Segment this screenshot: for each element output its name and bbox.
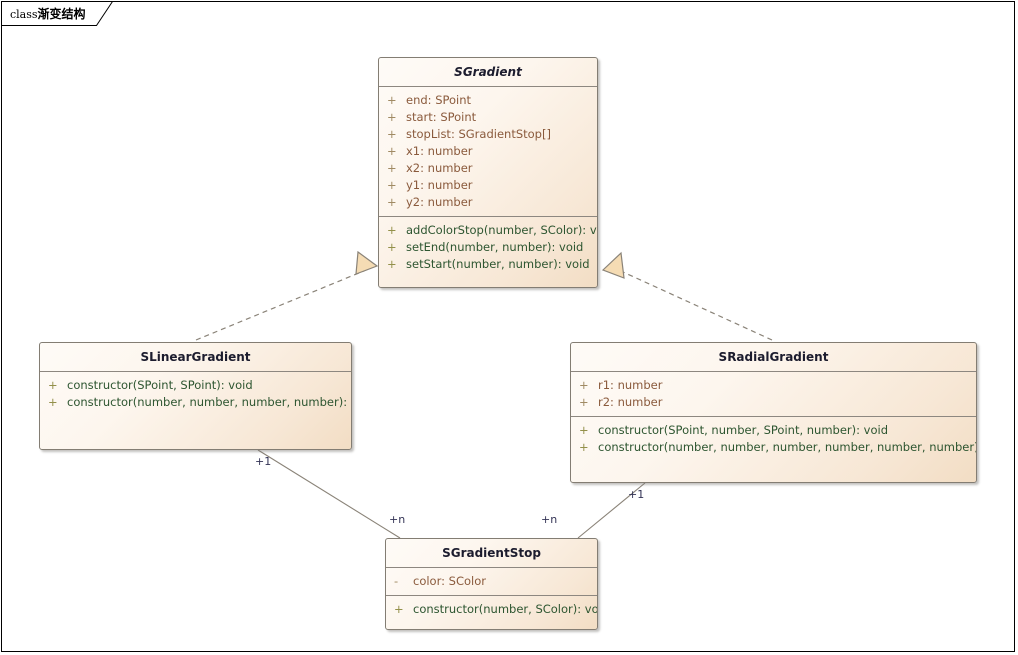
edge-label-linear-source: +1	[255, 455, 272, 468]
attribute-signature: y1: number	[406, 178, 473, 192]
visibility-marker: +	[387, 223, 397, 237]
visibility-marker: +	[579, 378, 589, 392]
title-tab-shape	[1, 1, 113, 26]
visibility-marker: +	[387, 240, 397, 254]
operation-row: + constructor(number, SColor): void	[386, 601, 597, 618]
attribute-row: + r2: number	[571, 394, 976, 411]
attributes-compartment-sradialgradient: + r1: number + r2: number	[571, 372, 976, 417]
operation-signature: addColorStop(number, SColor): void	[406, 223, 598, 237]
operations-compartment-sgradient: + addColorStop(number, SColor): void + s…	[379, 217, 597, 278]
visibility-marker: +	[48, 395, 58, 409]
operations-compartment-sradialgradient: + constructor(SPoint, number, SPoint, nu…	[571, 417, 976, 461]
attribute-row: + x1: number	[379, 143, 597, 160]
attribute-signature: x1: number	[406, 144, 473, 158]
attribute-row: + y2: number	[379, 194, 597, 211]
class-box-sradialgradient[interactable]: SRadialGradient + r1: number + r2: numbe…	[570, 342, 977, 483]
operation-signature: constructor(SPoint, number, SPoint, numb…	[598, 423, 889, 437]
attribute-row: + start: SPoint	[379, 109, 597, 126]
attribute-signature: stopList: SGradientStop[]	[406, 127, 551, 141]
attribute-row: + y1: number	[379, 177, 597, 194]
operation-row: + constructor(number, number, number, nu…	[571, 439, 976, 456]
visibility-marker: +	[387, 144, 397, 158]
attribute-signature: x2: number	[406, 161, 473, 175]
attribute-row: + r1: number	[571, 377, 976, 394]
attribute-signature: y2: number	[406, 195, 473, 209]
attributes-compartment-sgradient: + end: SPoint + start: SPoint + stopList…	[379, 87, 597, 217]
attribute-row: + end: SPoint	[379, 92, 597, 109]
attribute-signature: r1: number	[598, 378, 663, 392]
visibility-marker: +	[394, 602, 404, 616]
edge-radial-stop	[577, 482, 646, 539]
diagram-title: class渐变结构	[10, 5, 86, 22]
edge-label-radial-target: +n	[541, 513, 558, 526]
attributes-compartment-sgradientstop: - color: SColor	[386, 568, 597, 596]
operation-row: + constructor(SPoint, SPoint): void	[40, 377, 351, 394]
visibility-marker: +	[387, 110, 397, 124]
operation-signature: setEnd(number, number): void	[406, 240, 584, 254]
class-box-sgradientstop[interactable]: SGradientStop - color: SColor + construc…	[385, 538, 598, 630]
diagram-title-keyword: class	[10, 8, 38, 21]
edge-label-radial-source: +1	[628, 488, 645, 501]
visibility-marker: +	[387, 127, 397, 141]
realization-arrowhead-right	[601, 251, 625, 279]
edge-radial-realizes-gradient	[601, 251, 773, 341]
visibility-marker: +	[387, 178, 397, 192]
attribute-signature: color: SColor	[413, 574, 486, 588]
operations-compartment-slineargradient: + constructor(SPoint, SPoint): void + co…	[40, 372, 351, 416]
operation-row: + constructor(number, number, number, nu…	[40, 394, 351, 411]
attribute-row: - color: SColor	[386, 573, 597, 590]
class-title-sgradientstop: SGradientStop	[386, 539, 597, 568]
visibility-marker: +	[579, 395, 589, 409]
operation-signature: constructor(SPoint, SPoint): void	[67, 378, 253, 392]
operation-signature: setStart(number, number): void	[406, 257, 590, 271]
visibility-marker: +	[48, 378, 58, 392]
visibility-marker: +	[387, 93, 397, 107]
operations-compartment-sgradientstop: + constructor(number, SColor): void	[386, 596, 597, 623]
attribute-row: + x2: number	[379, 160, 597, 177]
operation-row: + constructor(SPoint, number, SPoint, nu…	[571, 422, 976, 439]
operation-signature: constructor(number, number, number, numb…	[67, 395, 352, 409]
class-title-sradialgradient: SRadialGradient	[571, 343, 976, 372]
edge-linear-realizes-gradient	[195, 250, 379, 341]
operation-signature: constructor(number, number, number, numb…	[598, 440, 977, 454]
visibility-marker: +	[387, 195, 397, 209]
diagram-title-name: 渐变结构	[37, 7, 86, 21]
class-box-slineargradient[interactable]: SLinearGradient + constructor(SPoint, SP…	[39, 342, 352, 450]
visibility-marker: +	[579, 440, 589, 454]
operation-signature: constructor(number, SColor): void	[413, 602, 598, 616]
class-box-sgradient[interactable]: SGradient + end: SPoint + start: SPoint …	[378, 57, 598, 288]
realization-arrowhead-left	[355, 250, 379, 275]
operation-row: + addColorStop(number, SColor): void	[379, 222, 597, 239]
attribute-signature: r2: number	[598, 395, 663, 409]
visibility-marker: -	[394, 574, 399, 588]
visibility-marker: +	[579, 423, 589, 437]
edge-linear-stop	[257, 449, 401, 539]
visibility-marker: +	[387, 257, 397, 271]
class-title-slineargradient: SLinearGradient	[40, 343, 351, 372]
operation-row: + setStart(number, number): void	[379, 256, 597, 273]
operation-row: + setEnd(number, number): void	[379, 239, 597, 256]
edge-label-linear-target: +n	[389, 513, 406, 526]
visibility-marker: +	[387, 161, 397, 175]
class-title-sgradient: SGradient	[379, 58, 597, 87]
attribute-signature: end: SPoint	[406, 93, 472, 107]
attribute-row: + stopList: SGradientStop[]	[379, 126, 597, 143]
attribute-signature: start: SPoint	[406, 110, 477, 124]
